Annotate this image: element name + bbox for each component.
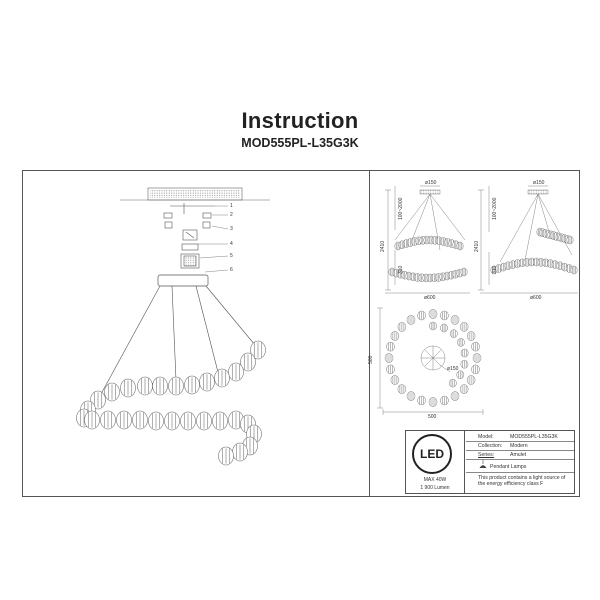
part-number-6: 6 bbox=[230, 267, 233, 273]
row-line-4 bbox=[466, 472, 574, 473]
part-number-3: 3 bbox=[230, 226, 233, 232]
side2-width-dim: ø600 bbox=[530, 295, 542, 301]
suspension-cable bbox=[195, 285, 221, 381]
model-value: MOD555PL-L35G3K bbox=[510, 434, 558, 440]
top-height-dim: 500 bbox=[368, 355, 374, 364]
led-logo: LED bbox=[412, 434, 452, 474]
row-line-1 bbox=[466, 441, 574, 442]
frame-divider bbox=[369, 170, 370, 497]
lumen-value: 1 900 Lumen bbox=[420, 485, 450, 491]
side1-width-dim: ø600 bbox=[424, 295, 436, 301]
collection-label: Collection: bbox=[478, 443, 503, 449]
side1-top-dim: ø150 bbox=[425, 180, 437, 186]
model-label: Model: bbox=[478, 434, 494, 440]
series-label: Series: bbox=[478, 452, 495, 458]
part-number-1: 1 bbox=[230, 203, 233, 209]
energy-notice: This product contains a light source of … bbox=[478, 475, 566, 487]
part-number-5: 5 bbox=[230, 253, 233, 259]
type-value: Pendant Lamps bbox=[490, 464, 527, 470]
page-title: Instruction bbox=[241, 108, 359, 133]
part-number-2: 2 bbox=[230, 212, 233, 218]
product-info-box bbox=[405, 430, 575, 494]
lamp-base bbox=[157, 274, 209, 287]
pendant-lamp-icon bbox=[479, 460, 487, 468]
series-value: Amulet bbox=[510, 452, 527, 458]
collection-value: Modern bbox=[510, 443, 528, 449]
led-logo-text: LED bbox=[420, 447, 444, 461]
mounting-bracket bbox=[163, 203, 215, 269]
model-code: MOD555PL-L35G3K bbox=[241, 136, 359, 150]
suspension-cable bbox=[94, 285, 161, 406]
suspension-cable bbox=[205, 285, 256, 346]
led-cell bbox=[405, 430, 465, 494]
part-number-4: 4 bbox=[230, 241, 233, 247]
bead-spiral bbox=[76, 340, 266, 466]
row-line-2 bbox=[466, 450, 574, 451]
side2-top-dim: ø150 bbox=[533, 180, 545, 186]
instruction-frame bbox=[22, 170, 580, 497]
row-line-3 bbox=[466, 459, 574, 460]
suspension-cable bbox=[171, 285, 177, 381]
max-power: MAX 40W bbox=[423, 477, 447, 483]
top-center-dim: ø150 bbox=[447, 366, 459, 372]
top-width-dim: 500 bbox=[428, 414, 437, 420]
